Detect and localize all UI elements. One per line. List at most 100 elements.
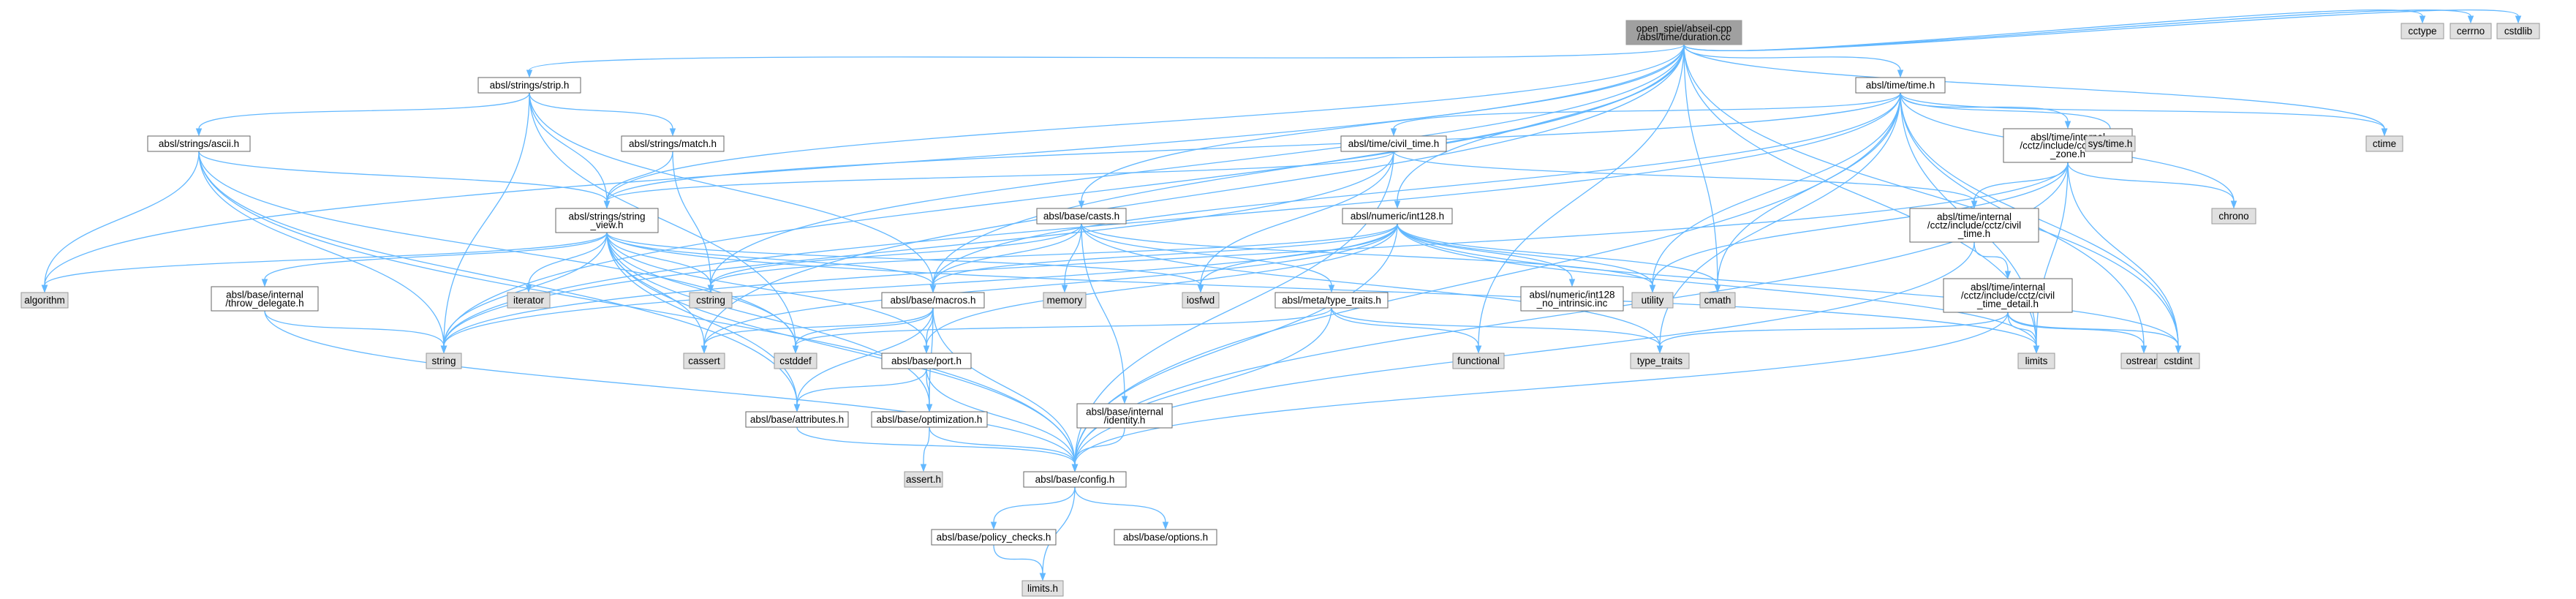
node-box: [2365, 135, 2403, 152]
node-no_intrinsic[interactable]: absl/numeric/int128_no_intrinsic.inc: [1520, 286, 1624, 312]
edge-ascii-to-attributes: [198, 151, 798, 405]
edge-macros-to-cassert: [703, 307, 934, 347]
node-root[interactable]: open_spiel/abseil-cpp/absl/time/duration…: [1625, 20, 1742, 45]
node-box: [426, 353, 462, 369]
node-label: absl/base/config.h: [1035, 474, 1115, 485]
node-box: [1631, 292, 1674, 309]
edge-config-to-options: [1074, 486, 1166, 523]
node-label: chrono: [2218, 211, 2248, 222]
node-cstdint: cstdint: [2156, 353, 2200, 369]
edge-arrowhead: [2515, 15, 2522, 24]
node-type_traits_h[interactable]: absl/meta/type_traits.h: [1274, 292, 1389, 309]
edge-ascii-to-string_view: [198, 151, 608, 202]
node-cctz_civil[interactable]: absl/time/internal/cctz/include/cctz/civ…: [1909, 208, 2039, 243]
edge-casts-to-cstring: [710, 223, 1082, 286]
edge-port-to-attributes: [796, 368, 927, 405]
node-ctime: ctime: [2365, 135, 2403, 152]
edge-ascii-to-config: [198, 151, 1076, 465]
node-time[interactable]: absl/time/time.h: [1855, 77, 1946, 94]
edge-tz-to-utility: [1652, 162, 2069, 286]
edge-time-to-systime: [1900, 92, 2111, 129]
edge-arrowhead: [1971, 200, 1978, 209]
node-label: ostream: [2126, 355, 2162, 366]
node-box: [1342, 208, 1453, 225]
node-box: [2017, 353, 2055, 369]
edge-macros-to-attributes: [796, 307, 934, 405]
edge-string_view-to-cassert: [606, 232, 705, 347]
node-string_view[interactable]: absl/strings/string_view.h: [555, 208, 659, 233]
edge-casts-to-type_traits_h: [1081, 223, 1332, 286]
node-box: [477, 77, 581, 94]
node-port[interactable]: absl/base/port.h: [881, 353, 972, 369]
edge-arrowhead: [526, 69, 533, 78]
edge-int128-to-cstdint: [1397, 223, 2179, 347]
edge-root-to-cstring: [710, 44, 1685, 286]
node-label: absl/numeric/int128: [1529, 289, 1614, 300]
node-optimization[interactable]: absl/base/optimization.h: [871, 411, 988, 428]
node-label: absl/strings/string: [568, 211, 645, 222]
node-label: absl/time/internal: [1971, 282, 2045, 293]
node-box: [871, 411, 988, 428]
edge-arrowhead: [707, 285, 714, 293]
node-label: absl/strings/strip.h: [490, 80, 570, 91]
node-label: /throw_delegate.h: [225, 298, 303, 309]
edge-arrowhead: [1197, 285, 1204, 293]
edge-int128-to-macros: [932, 223, 1398, 286]
edge-int128-to-port: [926, 223, 1398, 347]
node-throw_delegate[interactable]: absl/base/internal/throw_delegate.h: [211, 286, 319, 312]
node-strip[interactable]: absl/strings/strip.h: [477, 77, 581, 94]
node-label: _view.h: [589, 219, 623, 230]
node-label: absl/base/attributes.h: [750, 414, 844, 425]
node-box: [1182, 292, 1220, 309]
node-box: [147, 135, 251, 152]
node-cstddef: cstddef: [774, 353, 817, 369]
node-box: [1855, 77, 1946, 94]
edge-arrowhead: [669, 128, 676, 137]
node-memory: memory: [1043, 292, 1087, 309]
node-config[interactable]: absl/base/config.h: [1023, 471, 1127, 488]
node-label: cassert: [688, 355, 720, 366]
node-label: absl/numeric/int128.h: [1351, 211, 1444, 222]
node-label: /identity.h: [1104, 415, 1146, 426]
node-options[interactable]: absl/base/options.h: [1114, 529, 1217, 546]
edge-optimization-to-config: [929, 426, 1076, 465]
node-box: [1340, 135, 1447, 152]
edge-string_view-to-macros: [606, 232, 934, 286]
node-ascii[interactable]: absl/strings/ascii.h: [147, 135, 251, 152]
node-civil_time[interactable]: absl/time/civil_time.h: [1340, 135, 1447, 152]
edge-string_view-to-limits: [606, 232, 2037, 347]
edge-casts-to-utility: [1081, 223, 1653, 286]
edge-arrowhead: [792, 345, 799, 354]
edge-arrowhead: [2140, 345, 2148, 354]
node-label: absl/base/options.h: [1123, 532, 1208, 543]
node-identity[interactable]: absl/base/internal/identity.h: [1076, 403, 1173, 429]
node-box: [881, 292, 985, 309]
node-box: [211, 286, 319, 312]
node-macros[interactable]: absl/base/macros.h: [881, 292, 985, 309]
node-label: _time_detail.h: [1976, 298, 2039, 309]
node-label: absl/base/port.h: [891, 355, 962, 366]
edge-civil_detail-to-type_traits: [1659, 312, 2009, 347]
edge-arrowhead: [1568, 279, 1576, 287]
node-civil_detail[interactable]: absl/time/internal/cctz/include/cctz/civ…: [1943, 278, 2073, 313]
node-label: absl/time/internal: [1937, 211, 2012, 222]
node-int128[interactable]: absl/numeric/int128.h: [1342, 208, 1453, 225]
node-match[interactable]: absl/strings/match.h: [621, 135, 725, 152]
node-policy[interactable]: absl/base/policy_checks.h: [931, 529, 1057, 546]
edge-type_traits_h-to-cstddef: [795, 307, 1332, 347]
node-box: [621, 135, 725, 152]
node-label: _zone.h: [2050, 148, 2085, 159]
edge-arrowhead: [1162, 521, 1169, 530]
edge-root-to-cassert: [703, 44, 1685, 347]
edge-time-to-config: [1074, 92, 1901, 465]
edge-tz-to-chrono: [2067, 162, 2235, 202]
node-attributes[interactable]: absl/base/attributes.h: [745, 411, 849, 428]
edge-civil_detail-to-config: [1074, 312, 2009, 465]
edge-ascii-to-string: [198, 151, 445, 347]
edge-time-to-string_view: [606, 92, 1901, 202]
edge-arrowhead: [926, 404, 933, 412]
node-casts[interactable]: absl/base/casts.h: [1036, 208, 1127, 225]
node-iosfwd: iosfwd: [1182, 292, 1220, 309]
edge-root-to-strip: [529, 44, 1685, 71]
